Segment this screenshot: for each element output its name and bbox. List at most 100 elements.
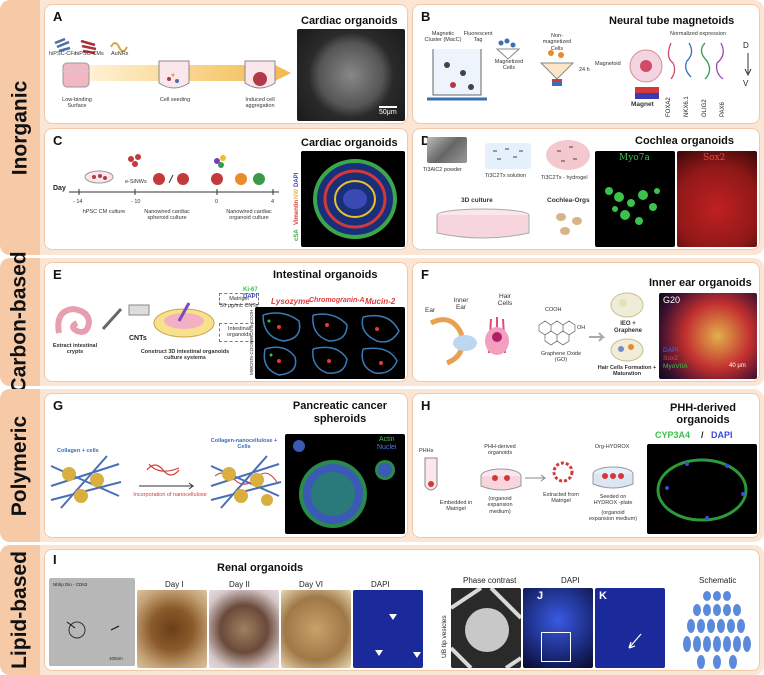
label-formation: Hair Cells Formation + Maturation [597,365,657,378]
side-label-polymeric: Polymeric [0,389,40,542]
label-cochlea-orgs: Cochlea-Orgs [547,197,590,204]
graphene-oxide-lattice [538,320,576,346]
dish-h1 [480,468,522,491]
label-incorporation: Incorporation of nanocellulose [133,492,207,498]
panel-letter: C [53,133,63,148]
phh-organoid-image [647,444,757,534]
tube-icon-1 [158,60,190,89]
label-extract: Extract intestinal crypts [52,343,98,356]
cnt-icon [128,304,150,316]
dapi-image-k [595,588,665,668]
stain-sox2: Sox2 [703,153,726,163]
label-inner-ear: Inner Ear [453,297,469,312]
stain-myoviia: MyoVIIA [663,363,688,370]
tem-label: Nbhp Dio - CD63 [53,582,88,587]
stain-myo7a: Myo7a [619,153,650,163]
axis-v: V [743,79,749,88]
panel-title: Renal organoids [217,562,304,574]
panel-f: F Inner ear organoids Ear Inner Ear Hair… [412,262,760,382]
panel-letter: G [53,398,64,413]
arrow-f [589,332,606,342]
label-magnetized: Magnetized Cells [494,59,524,72]
row-swcnt: SWCNTs-COOH [249,309,254,343]
phh-render [656,458,748,522]
collagen-nano-network [210,455,282,509]
label-oh: OH [577,325,586,331]
side-label-lipid: Lipid-based [0,545,40,675]
gene-olig2: OLIG2 [702,99,708,117]
dish-3d [436,208,530,239]
row-mwcnt: MWCNTs-COOH [249,341,254,375]
label-tag: Fluorescent Tag [463,31,493,44]
arrow-g [139,482,195,490]
label-phase: Phase contrast [463,576,517,585]
funnel-icon-2 [539,50,575,86]
stain-chromogranin: Chromogranin-A [309,297,365,304]
sinw-cluster [128,154,141,167]
panel-e: E Intestinal organoids Extract intestina… [44,262,408,382]
label-magnet: Magnet [631,101,654,108]
step-organoid: Nanowired cardiac organoid culture [226,209,272,222]
day-label: Day [53,185,66,192]
expression-curves [667,42,724,80]
stain-sox2-f: Sox2 [663,355,678,362]
timeline-axis [69,189,279,195]
label-expansion-2: (organoid expansion medium) [589,510,637,523]
stage-day6: Day VI [299,580,324,589]
stain-dapi-h: DAPI [711,430,733,440]
panel-i: I Renal organoids Nbhp Dio - CD63 100nm … [44,549,760,671]
day6-image [281,590,351,668]
pancreatic-image [285,434,405,534]
side-label-inorganic: Inorganic [0,0,40,255]
sub-letter-j: J [537,590,544,602]
panel-letter: F [421,267,429,282]
label-schematic: Schematic [699,576,737,585]
panel-a: A Cardiac organoids hiPSC-CFs hiPSC-CMs … [44,4,408,124]
cochlea-orgs-icons [556,213,582,235]
panel-h: H PHH-derived organoids PHHs Embedded in… [412,393,760,538]
tem-image [49,578,135,666]
panel-letter: B [421,9,431,24]
panel-title: Inner ear organoids [649,277,752,289]
phase-render [451,588,521,668]
powder-image [427,137,467,163]
nanocellulose-icon [146,463,180,476]
panel-letter: H [421,398,431,413]
dapi-image-j [523,588,593,668]
panel-b: B Neural tube magnetoids Magnetic Cluste… [412,4,760,124]
beaker-icon [427,49,487,101]
tem-scale: 100nm [109,656,123,661]
gene-foxa2: FOXA2 [666,97,672,117]
panel-title: Intestinal organoids [273,269,378,281]
stain-vimentin: Vimentin [294,199,300,225]
solution-box [485,143,531,169]
well-plate-icon [62,62,90,88]
panel-title: Pancreatic cancer spheroids [292,400,388,426]
cell-label-aunr: AuNRs [111,51,129,57]
panel-c: C Cardiac organoids Day - 14 - 10 0 4 e-… [44,128,408,250]
funnel-icon-1 [495,38,521,60]
inner-ear-image [659,293,757,379]
gene-nkx61: NKX6.1 [684,96,690,117]
ieo-top [610,292,644,318]
panel-title: Cochlea organoids [635,135,735,147]
dapi-arrows [375,614,421,658]
label-collagen-nano: Collagen-nanocellulose + Cells [210,438,278,451]
stage-day2: Day II [229,580,250,589]
label-embedded: Embedded in Matrigel [439,500,473,513]
day-minus10: - 10 [131,199,141,205]
label-nonmag: Non-magnetized Cells [542,33,572,52]
day-minus14: - 14 [73,199,83,205]
cell-label-cm: hiPSC-CMs [75,51,104,57]
label-macc: Magnetic Cluster (MacC) [424,31,462,44]
day1-image [137,590,207,668]
step-low-binding: Low-binding Surface [62,97,92,110]
schematic-cells [683,591,751,669]
panel-letter: I [53,552,57,567]
sox2-image [677,151,757,247]
scale-bar [379,106,397,108]
side-label-carbon: Carbon-based [0,251,40,393]
stain-lysozyme: Lysozyme [271,297,310,306]
cell-label-cf: hiPSC-CFs [49,51,77,57]
gene-pax6: PAX6 [720,102,726,117]
